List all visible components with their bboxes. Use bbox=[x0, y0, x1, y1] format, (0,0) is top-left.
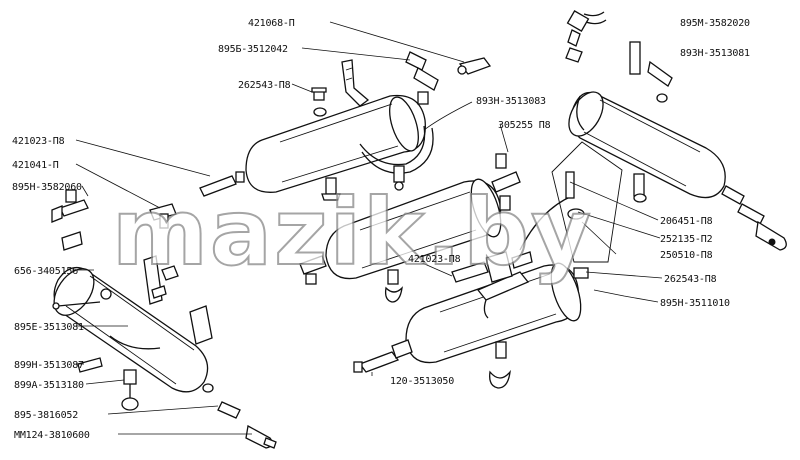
pressure-sensor bbox=[217, 401, 277, 449]
label-421023-left: 421023-П8 bbox=[12, 136, 65, 147]
label-656-3405156: 656-3405156 bbox=[14, 266, 78, 277]
plug-top bbox=[311, 87, 327, 101]
pressure-regulator bbox=[451, 195, 573, 283]
air-tank-top bbox=[245, 94, 434, 193]
label-893n-3513081: 893Н-3513081 bbox=[680, 48, 750, 59]
watermark-text: mazik.by bbox=[112, 179, 593, 286]
label-421023-mid: 421023-П8 bbox=[408, 254, 461, 265]
label-252135: 252135-П2 bbox=[660, 234, 713, 245]
drain-cock-top bbox=[393, 165, 405, 191]
valve-lower-left bbox=[353, 339, 413, 373]
label-895-3816052: 895-3816052 bbox=[14, 410, 78, 421]
label-899n-3513087: 899Н-3513087 bbox=[14, 360, 84, 371]
drain-assembly-left bbox=[52, 301, 139, 411]
label-305255: 305255 П8 bbox=[498, 120, 551, 131]
air-tank-left bbox=[53, 255, 214, 393]
hose-coupling-right bbox=[721, 185, 787, 251]
label-250510: 250510-П8 bbox=[660, 250, 713, 261]
label-895n-3582060: 895Н-3582060 bbox=[12, 182, 82, 193]
label-899a-3513180: 899А-3513180 bbox=[14, 380, 84, 391]
label-895b-3512042: 895Б-3512042 bbox=[218, 44, 288, 55]
mounting-plate bbox=[551, 141, 647, 263]
label-206451: 206451-П8 bbox=[660, 216, 713, 227]
label-893n-3513083: 893Н-3513083 bbox=[476, 96, 546, 107]
label-120-3513050: 120-3513050 bbox=[390, 376, 454, 387]
air-tank-center bbox=[325, 178, 502, 280]
label-262543-top: 262543-П8 bbox=[238, 80, 291, 91]
fitting-left-top bbox=[151, 265, 179, 299]
leader-lines bbox=[72, 21, 663, 435]
tee-fitting-left bbox=[51, 189, 89, 251]
label-421068: 421068-П bbox=[248, 18, 295, 29]
drain-cock-center bbox=[321, 177, 403, 303]
air-tank-right bbox=[568, 41, 726, 199]
fitting-left-upper bbox=[199, 171, 245, 197]
air-tank-lower bbox=[405, 262, 582, 364]
label-262543-right: 262543-П8 bbox=[664, 274, 717, 285]
tee-fitting-mid-left bbox=[149, 203, 177, 229]
valve-center-left bbox=[299, 255, 327, 285]
label-895n-3511010: 895Н-3511010 bbox=[660, 298, 730, 309]
bracket-top bbox=[341, 59, 370, 107]
pipe-top-right bbox=[565, 10, 607, 63]
valve-fitting-top bbox=[405, 51, 492, 105]
label-895e-3513081: 895Е-3513081 bbox=[14, 322, 84, 333]
label-421041: 421041-П bbox=[12, 160, 59, 171]
fitting-right-lower bbox=[489, 267, 589, 389]
fitting-center-top bbox=[491, 153, 521, 211]
label-mm124-3810600: ММ124-3810600 bbox=[14, 430, 90, 441]
label-895m-3582020: 895М-3582020 bbox=[680, 18, 750, 29]
